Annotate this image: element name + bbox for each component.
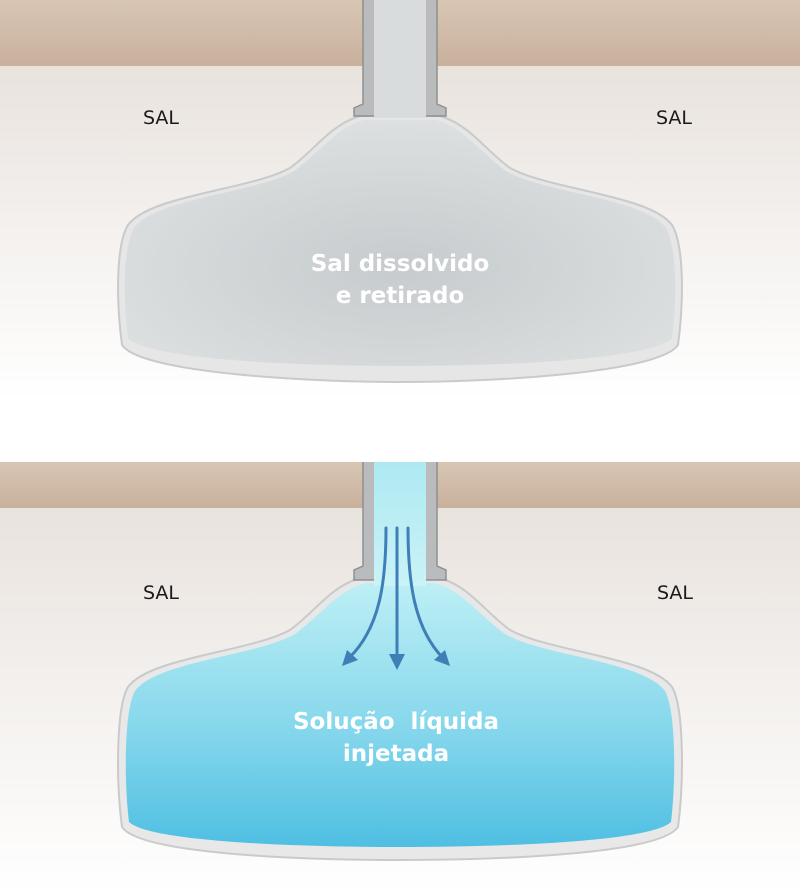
cavity-caption-line1: Sal dissolvido: [310, 251, 490, 277]
well-bore: [374, 0, 426, 118]
arrowhead-center: [389, 654, 405, 670]
arrowhead-left: [342, 650, 358, 666]
cavity-caption-line2: injetada: [342, 741, 450, 767]
flow-arrow-heads: [342, 650, 450, 670]
salt-label-right: SAL: [656, 107, 692, 129]
bottom-diagram: [0, 462, 800, 894]
salt-label-right: SAL: [657, 582, 693, 604]
salt-label-left: SAL: [143, 582, 179, 604]
cavity-caption-line1: Solução líquida: [292, 709, 500, 735]
flow-arrow-left: [348, 526, 388, 659]
cavity-fill: [124, 120, 676, 366]
well-bore: [374, 462, 426, 586]
cavity-caption-top: Sal dissolvido e retirado: [250, 248, 550, 312]
salt-label-left: SAL: [143, 107, 179, 129]
cavity-caption-line2: e retirado: [335, 283, 465, 309]
flow-arrow-right: [406, 526, 444, 659]
cavity-caption-bottom: Solução líquida injetada: [246, 706, 546, 770]
top-panel: SAL SAL Sal dissolvido e retirado: [0, 0, 800, 400]
cavity-liquid: [125, 583, 675, 847]
top-diagram: [0, 0, 800, 400]
flow-arrows: [348, 526, 444, 662]
arrowhead-right: [434, 650, 450, 666]
bottom-panel: SAL SAL Solução líquida injetada: [0, 462, 800, 894]
